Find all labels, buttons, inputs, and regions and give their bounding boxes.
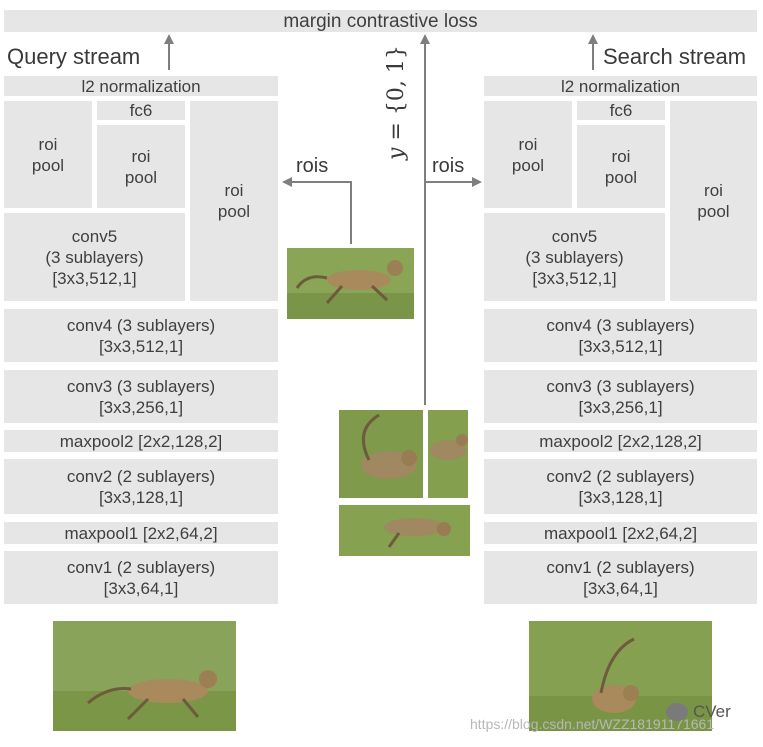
query-conv1: conv1 (2 sublayers) [3x3,64,1]	[4, 551, 278, 604]
search-roi-pool-2: roi pool	[577, 125, 665, 208]
search-conv3: conv3 (3 sublayers) [3x3,256,1]	[484, 370, 757, 423]
query-roi-pool-3: roi pool	[190, 101, 278, 301]
loss-label: margin contrastive loss	[283, 10, 478, 32]
margin-contrastive-loss-box: margin contrastive loss	[4, 10, 757, 32]
brand-label: CVer	[693, 702, 731, 721]
query-input-photo	[53, 621, 236, 731]
search-roi-pool-1: roi pool	[484, 101, 572, 208]
query-maxpool2: maxpool2 [2x2,128,2]	[4, 430, 278, 452]
cheetah-roi-photo	[287, 248, 414, 319]
rois-label-right: rois	[432, 155, 465, 177]
search-conv4: conv4 (3 sublayers) [3x3,512,1]	[484, 309, 757, 362]
search-conv5: conv5 (3 sublayers) [3x3,512,1]	[484, 213, 665, 301]
search-conv2: conv2 (2 sublayers) [3x3,128,1]	[484, 459, 757, 514]
y-label: y = {0, 1}	[384, 45, 409, 160]
query-roi-pool-2: roi pool	[97, 125, 185, 208]
search-stream-label: Search stream	[603, 44, 747, 69]
rois-label-left: rois	[296, 155, 329, 177]
search-maxpool2: maxpool2 [2x2,128,2]	[484, 430, 757, 452]
wechat-icon	[666, 703, 688, 721]
center-photo-left	[339, 410, 423, 498]
search-maxpool1: maxpool1 [2x2,64,2]	[484, 522, 757, 544]
cver-brand: CVer	[666, 702, 731, 722]
search-l2-normalization: l2 normalization	[484, 76, 757, 96]
search-conv1: conv1 (2 sublayers) [3x3,64,1]	[484, 551, 757, 604]
query-conv3: conv3 (3 sublayers) [3x3,256,1]	[4, 370, 278, 423]
query-conv2: conv2 (2 sublayers) [3x3,128,1]	[4, 459, 278, 514]
query-stream-label: Query stream	[7, 44, 141, 69]
query-l2-normalization: l2 normalization	[4, 76, 278, 96]
query-roi-pool-1: roi pool	[4, 101, 92, 208]
query-conv4: conv4 (3 sublayers) [3x3,512,1]	[4, 309, 278, 362]
center-photo-bottom	[339, 505, 470, 556]
query-fc6: fc6	[97, 101, 185, 120]
center-photo-right	[428, 410, 468, 498]
query-maxpool1: maxpool1 [2x2,64,2]	[4, 522, 278, 544]
search-fc6: fc6	[577, 101, 665, 120]
watermark-url: https://blog.csdn.net/WZZ18191171661	[470, 716, 715, 732]
query-conv5: conv5 (3 sublayers) [3x3,512,1]	[4, 213, 185, 301]
search-roi-pool-3: roi pool	[670, 101, 757, 301]
